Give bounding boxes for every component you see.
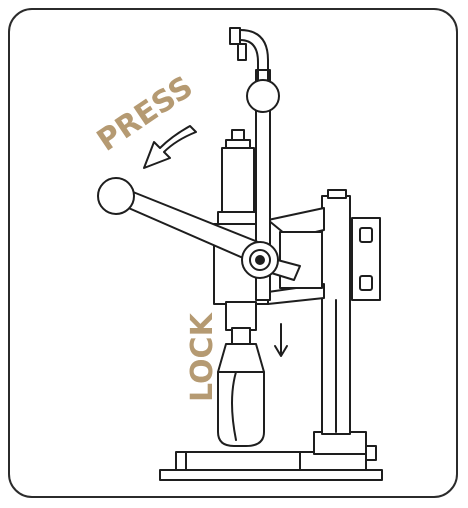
top-ball-knob (246, 79, 280, 113)
column-clamp (351, 217, 381, 301)
base-plate (159, 445, 383, 481)
press-lever[interactable] (97, 177, 267, 269)
upper-cylinder (217, 129, 259, 227)
support-column (313, 189, 367, 455)
lower-grip[interactable] (217, 343, 265, 447)
press-arrow (143, 125, 197, 169)
arrow-down-icon (274, 323, 288, 357)
lock-label: LOCK (185, 311, 220, 402)
curved-arrow-down-left-icon (143, 125, 197, 169)
lever-pivot (241, 241, 301, 281)
lock-arrow (274, 323, 288, 357)
press-label: PRESS (91, 70, 200, 159)
